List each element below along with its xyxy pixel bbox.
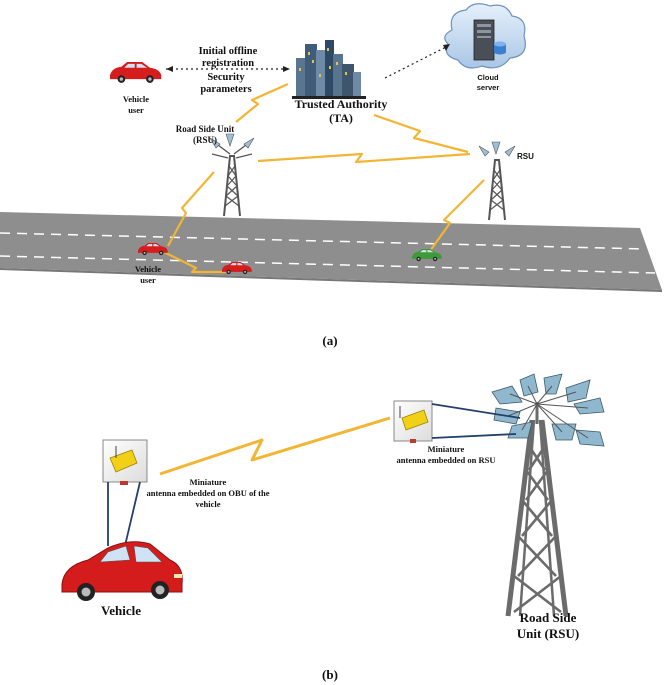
security-label-1: Security bbox=[207, 72, 245, 83]
rsu-left-label-2: (RSU) bbox=[193, 135, 217, 145]
antenna-cable bbox=[107, 403, 521, 551]
rsu-antenna-label-2: antenna embedded on RSU bbox=[397, 455, 496, 465]
part-a: Initial offline registration Security pa… bbox=[0, 3, 662, 348]
obu-antenna-label-3: vehicle bbox=[195, 499, 220, 509]
vehicle-user-top-label-2: user bbox=[128, 105, 144, 115]
cloud-dotted-link bbox=[384, 45, 449, 79]
obu-antenna-panel-icon bbox=[102, 439, 148, 485]
security-label-2: parameters bbox=[200, 84, 251, 95]
wireless-link-b bbox=[159, 416, 391, 476]
vehicle-user-road-label-2: user bbox=[140, 275, 156, 285]
rsu-big-label-2: Unit (RSU) bbox=[517, 626, 579, 641]
road bbox=[0, 212, 662, 290]
registration-label-1: Initial offline bbox=[199, 46, 258, 57]
caption-a: (a) bbox=[322, 333, 337, 348]
rsu-antenna-label-1: Miniature bbox=[428, 444, 465, 454]
lane-marking-bottom bbox=[0, 255, 656, 274]
wireless-link bbox=[161, 82, 485, 274]
rsu-big-antenna-panels-icon bbox=[491, 373, 605, 447]
registration-label-2: registration bbox=[202, 58, 254, 69]
rsu-tower-left-icon bbox=[209, 133, 255, 217]
rsu-antenna-panel-icon bbox=[393, 400, 433, 443]
rsu-tower-right-icon bbox=[478, 141, 516, 221]
obu-antenna-label-2: antenna embedded on OBU of the bbox=[146, 488, 269, 498]
cloud-server-icon bbox=[444, 3, 526, 69]
caption-b: (b) bbox=[322, 667, 338, 682]
rsu-right-label: RSU bbox=[517, 152, 534, 161]
car-top-icon bbox=[110, 62, 162, 83]
cloud-label-2: server bbox=[477, 83, 500, 92]
vehicle-user-road-label-1: Vehicle bbox=[135, 264, 161, 274]
trusted-authority-building-icon bbox=[292, 40, 366, 99]
ta-label-1: Trusted Authority bbox=[295, 97, 388, 111]
vehicle-label: Vehicle bbox=[101, 603, 141, 618]
vehicle-car-icon bbox=[61, 541, 183, 601]
ta-label-2: (TA) bbox=[329, 111, 353, 125]
cloud-label-1: Cloud bbox=[477, 73, 499, 82]
rsu-left-label-1: Road Side Unit bbox=[176, 124, 235, 134]
rsu-big-tower-icon bbox=[505, 402, 569, 617]
lane-marking-top bbox=[0, 232, 646, 250]
obu-antenna-label-1: Miniature bbox=[190, 477, 227, 487]
part-b: Miniature antenna embedded on OBU of the… bbox=[61, 373, 605, 682]
vehicle-user-top-label-1: Vehicle bbox=[123, 94, 149, 104]
rsu-big-label-1: Road Side bbox=[520, 610, 577, 625]
